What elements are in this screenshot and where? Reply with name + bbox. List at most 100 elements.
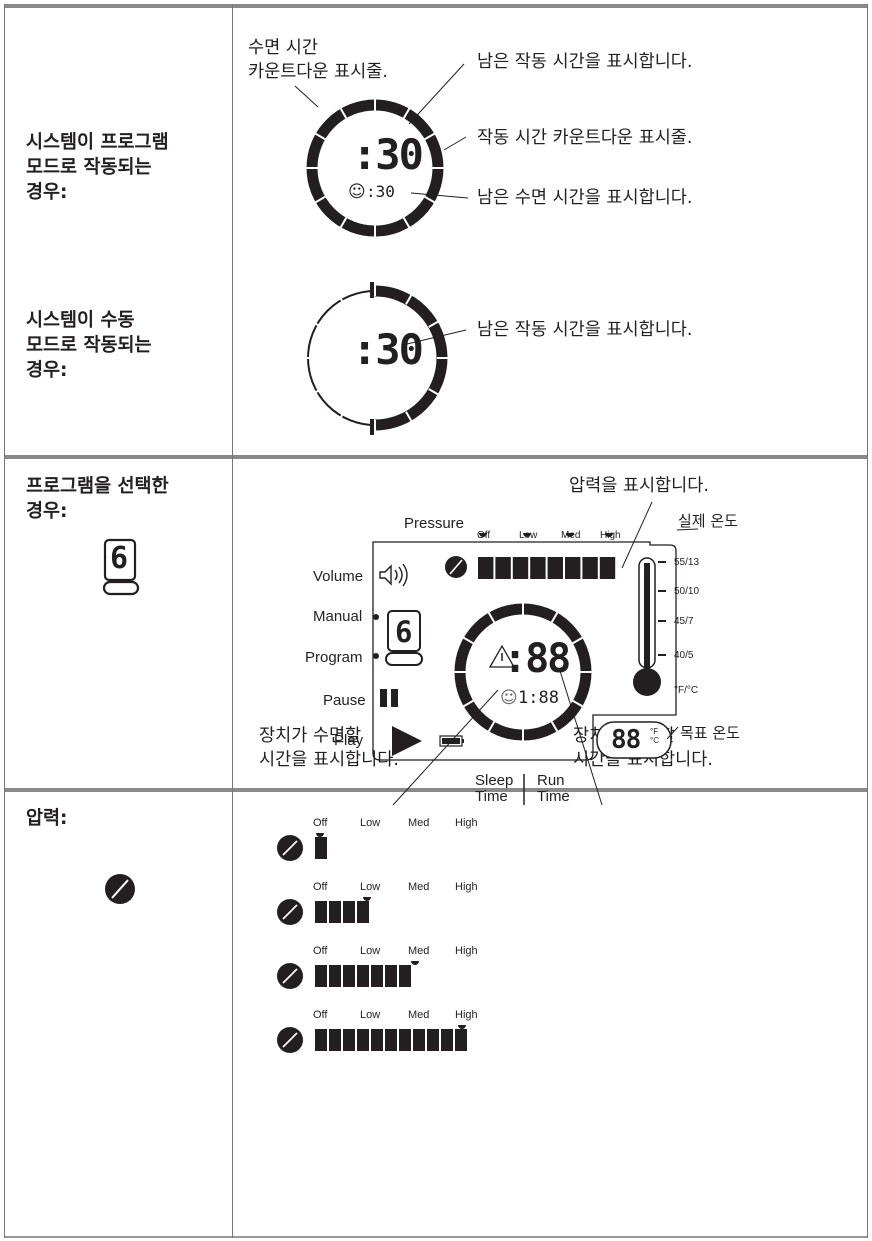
dial-tick (314, 132, 327, 141)
callout-run-bar: 작동 시간 카운트다운 표시줄. (477, 128, 693, 148)
table-column-divider (232, 4, 233, 1238)
pressure-bar-segment (399, 965, 411, 987)
dial-tick (487, 720, 496, 733)
dial-tick (571, 699, 584, 708)
dial-tick (571, 636, 584, 645)
dial-tick (339, 107, 348, 120)
panel-pressure-bar (582, 557, 598, 579)
dial-tick (405, 294, 413, 305)
pressure-bar-segment (413, 1029, 425, 1051)
callout-sleep-remaining: 남은 수면 시간을 표시합니다. (477, 188, 693, 208)
pressure-bar-segment (399, 1029, 411, 1051)
program-dial-sleep-readout: :30 (366, 182, 395, 201)
callout-target-temp: 목표 온도 (680, 724, 740, 742)
label-manual-mode: 시스템이 수동 모드로 작동되는 경우: (26, 310, 152, 381)
panel-pressure-bar (547, 557, 563, 579)
panel-pressure-bar (478, 557, 494, 579)
pressure-level-label: Low (360, 945, 381, 957)
pressure-bar-segment (385, 965, 397, 987)
pressure-bar-segment (343, 1029, 355, 1051)
pressure-bar-segment (357, 965, 369, 987)
label-program-selected: 프로그램을 선택한 경우: (26, 476, 169, 522)
dial-tick (311, 388, 322, 396)
panel-program-digit: 6 (395, 615, 413, 649)
therm-scale-50: 50/10 (674, 586, 700, 597)
pressure-level-label: Med (408, 817, 430, 829)
table-left-border (4, 4, 5, 1238)
pressure-bar-segment (343, 965, 355, 987)
pressure-selected-marker (458, 1025, 466, 1029)
therm-scale-unit: °F/°C (674, 685, 699, 696)
pressure-bar-segment (371, 1029, 383, 1051)
therm-scale-55: 55/13 (674, 557, 700, 568)
target-temp-readout: 88 (611, 725, 641, 755)
pressure-level-label: Off (313, 881, 328, 893)
pressure-level-label: Low (360, 881, 381, 893)
panel-level-low: Low (519, 530, 538, 541)
callout-sleep-bar: 수면 시간 카운트다운 표시줄. (248, 38, 388, 82)
pressure-level-label: Med (408, 1009, 430, 1021)
table-rule-3 (4, 788, 868, 792)
dial-tick (423, 195, 436, 204)
pressure-bar-segment (315, 1029, 327, 1051)
sleep-face-icon: ☺ (348, 182, 366, 202)
dial-tick (337, 411, 345, 422)
table-top-rule (4, 4, 868, 8)
pressure-level-label: Off (313, 1009, 328, 1021)
pressure-level-label: High (455, 945, 478, 957)
dial-tick (314, 195, 327, 204)
panel-sleep-face-icon: ☺ (500, 688, 518, 708)
panel-sleep-readout: 1:88 (518, 688, 559, 708)
label-pressure: 압력: (26, 808, 68, 829)
pressure-level-label: High (455, 817, 478, 829)
pressure-level-label: High (455, 881, 478, 893)
dial-tick (487, 611, 496, 624)
pressure-selected-marker (316, 833, 324, 837)
panel-pressure-bar (599, 557, 616, 579)
table-right-border (867, 4, 868, 1238)
dial-tick (462, 699, 475, 708)
callout-pressure: 압력을 표시합니다. (569, 476, 709, 496)
pressure-bar-segment (343, 901, 355, 923)
pressure-gauge-icon (105, 874, 135, 904)
pressure-bar-segment (441, 1029, 453, 1051)
panel-pressure-bar (530, 557, 546, 579)
side-label-manual: Manual (313, 608, 363, 625)
pressure-bar-segment (357, 901, 369, 923)
callout-actual-temp: 실제 온도 (678, 512, 738, 530)
pressure-bar-segment (315, 901, 327, 923)
side-label-play: Play (334, 732, 364, 749)
callout-run-remaining: 남은 작동 시간을 표시합니다. (477, 52, 693, 72)
table-rule-2 (4, 455, 868, 459)
pressure-bar-segment (357, 1029, 369, 1051)
panel-pressure-bar (565, 557, 581, 579)
side-label-program: Program (305, 649, 363, 666)
program-number-digit: 6 (110, 541, 129, 576)
pressure-title: Pressure (404, 515, 465, 532)
pressure-bar-segment (455, 1029, 467, 1051)
pressure-level-label: Off (313, 817, 328, 829)
label-program-mode: 시스템이 프로그램 모드로 작동되는 경우: (26, 132, 169, 203)
side-label-pause: Pause (323, 692, 366, 709)
panel-level-med: Med (561, 530, 581, 541)
pressure-bar-segment (329, 965, 341, 987)
pressure-bar-segment (385, 1029, 397, 1051)
sleep-time-label: Sleep Time (475, 772, 514, 805)
callout-sleep-time: 장치가 수면할 시간을 표시합니다. (259, 726, 399, 770)
program-mode-dial (306, 99, 444, 237)
dial-tick (405, 411, 413, 422)
pressure-level-label: Low (360, 817, 381, 829)
dial-tick (423, 132, 436, 141)
panel-level-high: High (600, 530, 621, 541)
therm-scale-40: 40/5 (674, 650, 694, 661)
target-temp-units: °F °C (650, 727, 659, 745)
pressure-level-label: Low (360, 1009, 381, 1021)
pressure-selected-marker (363, 897, 371, 901)
pressure-level-label: Med (408, 945, 430, 957)
dial-tick (462, 636, 475, 645)
pressure-level-label: Off (313, 945, 328, 957)
pressure-bar-segment (329, 901, 341, 923)
manual-mode-dial (302, 282, 448, 435)
dial-tick (337, 294, 345, 305)
